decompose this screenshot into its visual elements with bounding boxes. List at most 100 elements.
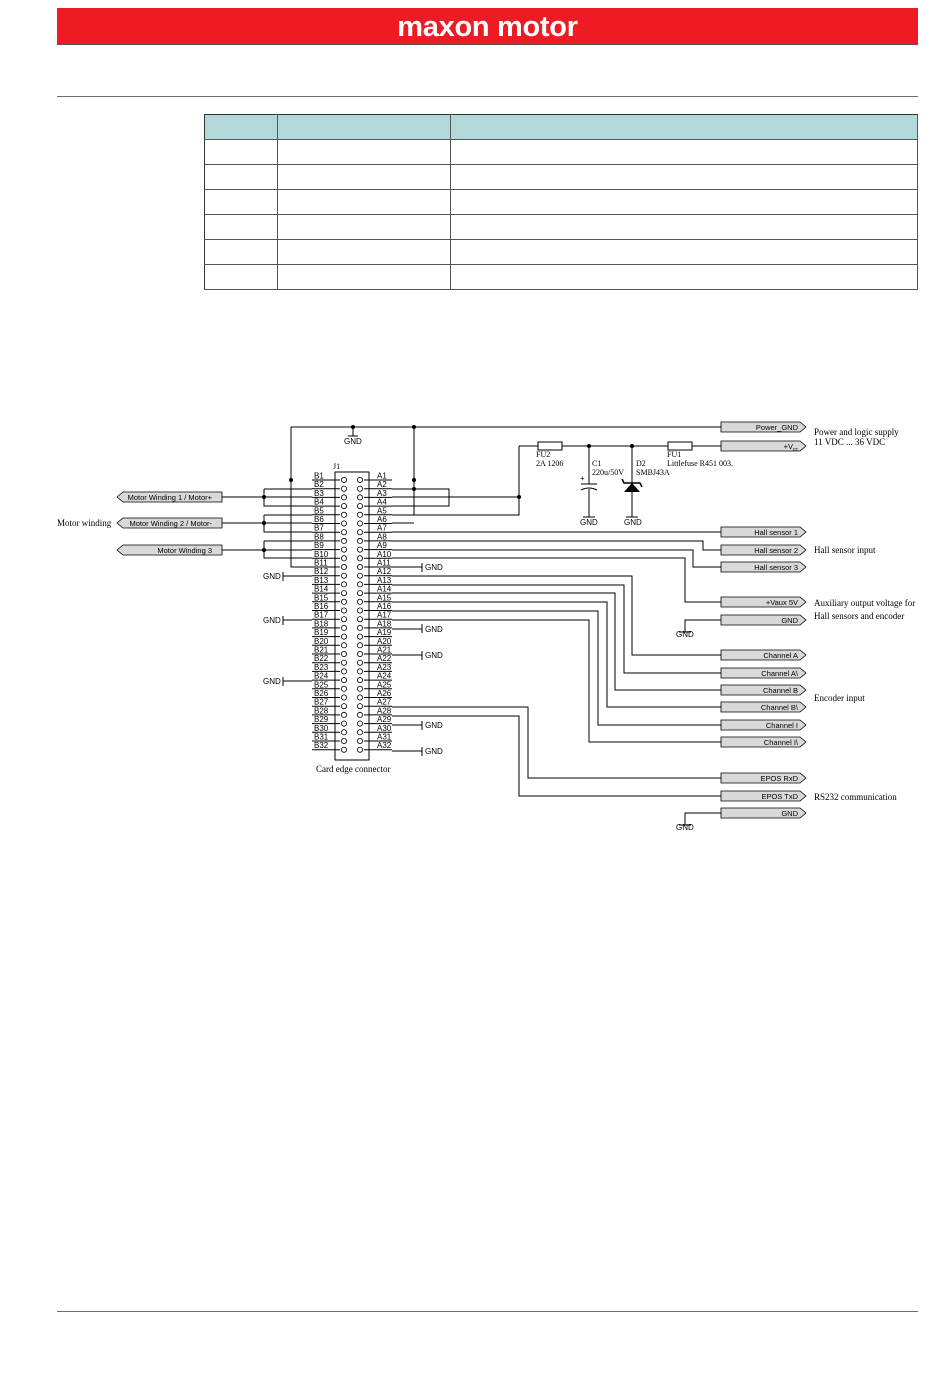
signal-tag-label: +Vcc (784, 442, 799, 453)
pin-label-b: B26 (314, 689, 329, 698)
pin-label-a: A28 (377, 706, 392, 715)
pin-label-a: A24 (377, 672, 392, 681)
pin-contact (340, 590, 347, 597)
pin-label-b: B2 (314, 480, 324, 489)
left-signal-tags: Motor Winding 1 / Motor+Motor Winding 2 … (116, 491, 223, 556)
pin-contact (356, 555, 363, 562)
pin-contact (340, 677, 347, 684)
signal-tag-label: Channel B (763, 686, 798, 695)
pin-contact (356, 616, 363, 623)
signal-tag-label: Hall sensor 1 (754, 528, 798, 537)
table-cell (450, 164, 918, 190)
signal-tag (720, 790, 807, 802)
pin-label-b: B32 (314, 741, 329, 750)
diode-bar (621, 478, 643, 488)
pin-contact (356, 703, 363, 710)
junction-dot (517, 495, 521, 499)
pin-contact (356, 485, 363, 492)
desc-rs232: RS232 communication (814, 792, 897, 802)
pin-label-b: B6 (314, 515, 324, 524)
pin-contact (340, 703, 347, 710)
gnd-label: GND (676, 823, 694, 832)
signal-tag-text: GND (781, 616, 798, 625)
table-row (204, 214, 918, 240)
connector-caption: Card edge connector (316, 764, 390, 774)
pin-label-b: B11 (314, 559, 328, 568)
junction-dot (289, 478, 293, 482)
pin-label-b: B17 (314, 611, 329, 620)
pin-label-a: A22 (377, 654, 392, 663)
pin-label-a: A23 (377, 663, 392, 672)
pin-contact (340, 607, 347, 614)
gnd-label: GND (425, 651, 443, 660)
table-header-cell (277, 114, 451, 140)
signal-tag-text: EPOS TxD (761, 792, 798, 801)
table-row (204, 139, 918, 165)
pin-label-b: B22 (314, 654, 329, 663)
signal-tag (720, 736, 807, 748)
table-cell (277, 139, 451, 165)
pin-contact (356, 511, 363, 518)
motor-signal-label: Motor Winding 2 / Motor- (129, 519, 212, 528)
pin-contact (356, 677, 363, 684)
pin-contact (356, 581, 363, 588)
pin-label-a: A29 (377, 715, 392, 724)
pin-label-a: A18 (377, 619, 392, 628)
junction-dots (262, 425, 634, 552)
junction-dot (351, 425, 355, 429)
pin-contact (356, 537, 363, 544)
desc-hall-input: Hall sensor input (814, 545, 876, 555)
pin-contact (340, 616, 347, 623)
table-header-row (204, 114, 918, 140)
pin-contact (340, 511, 347, 518)
pin-label-a: A15 (377, 593, 392, 602)
pin-label-a: A7 (377, 524, 387, 533)
pin-contact (340, 651, 347, 658)
pin-contact (340, 476, 347, 483)
signal-tag-label: Hall sensor 2 (754, 546, 798, 555)
signal-tag (720, 649, 807, 661)
pin-label-b: B12 (314, 567, 329, 576)
signal-tag (720, 667, 807, 679)
table-cell (450, 264, 918, 290)
pin-label-b: B30 (314, 724, 329, 733)
signal-tag (720, 561, 807, 573)
pin-contact (356, 746, 363, 753)
motor-signal-label: Motor Winding 3 (157, 546, 212, 555)
fu1-ref: FU1 (667, 450, 681, 459)
pin-label-a: A21 (377, 646, 392, 655)
signal-tag (720, 684, 807, 696)
pin-label-a: A10 (377, 550, 392, 559)
pin-contact (356, 503, 363, 510)
gnd-label: GND (425, 721, 443, 730)
pin-label-a: A13 (377, 576, 392, 585)
pin-contact (340, 685, 347, 692)
c1-ref: C1 (592, 459, 601, 468)
signal-tag-label: +Vaux 5V (766, 598, 798, 607)
motor-signal-tag (116, 544, 223, 556)
pin-label-a: A30 (377, 724, 392, 733)
connector-ref: J1 (333, 462, 340, 471)
pin-label-b: B9 (314, 541, 324, 550)
pin-label-b: B18 (314, 619, 329, 628)
signal-tag-label: GND (781, 809, 798, 818)
gnd-label: GND (263, 616, 281, 625)
pin-label-b: B3 (314, 489, 324, 498)
signal-tag-text: Power_GND (756, 423, 799, 432)
pin-contact (340, 520, 347, 527)
fu2-ref: FU2 (536, 450, 550, 459)
pin-label-b: B28 (314, 706, 329, 715)
top-gnd-label: GND (344, 437, 362, 446)
pin-contact (356, 711, 363, 718)
pin-contact (340, 720, 347, 727)
gnd-label: GND (425, 747, 443, 756)
pin-label-a: A6 (377, 515, 387, 524)
fu1-value: Littlefuse R451 003. (667, 459, 733, 468)
pin-contact (356, 598, 363, 605)
pin-contact (356, 738, 363, 745)
pin-label-b: B4 (314, 498, 324, 507)
spec-table (204, 114, 918, 290)
pin-label-b: B29 (314, 715, 329, 724)
pin-label-a: A2 (377, 480, 387, 489)
